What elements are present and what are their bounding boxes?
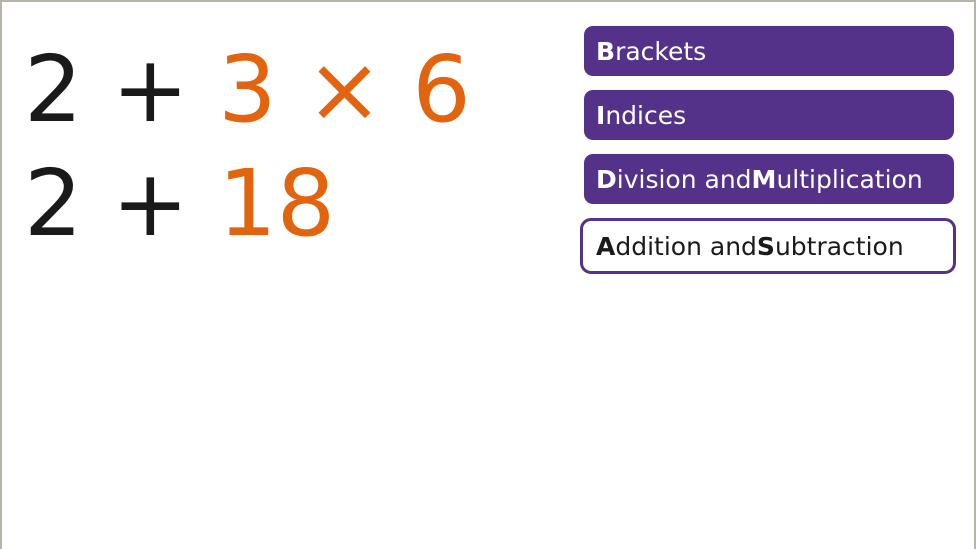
equation-2-highlight: 18 bbox=[218, 150, 336, 257]
step-label: ddition and bbox=[615, 231, 757, 261]
step-initial-2: M bbox=[751, 164, 777, 194]
equation-step-1: 2 + 3 × 6 bbox=[24, 44, 471, 136]
step-initial-2: S bbox=[756, 231, 775, 261]
step-initial: D bbox=[596, 164, 617, 194]
step-initial: A bbox=[596, 231, 616, 261]
equation-1-highlight: 3 × 6 bbox=[218, 36, 471, 143]
step-label-2: ultiplication bbox=[776, 164, 923, 194]
step-initial: I bbox=[596, 100, 606, 130]
step-label: ivision and bbox=[616, 164, 752, 194]
equation-2-black: 2 + bbox=[24, 150, 219, 257]
step-label: rackets bbox=[615, 36, 707, 66]
step-label-2: ubtraction bbox=[774, 231, 904, 261]
step-label: ndices bbox=[605, 100, 687, 130]
equation-1-black: 2 + bbox=[24, 36, 219, 143]
step-initial: B bbox=[596, 36, 616, 66]
equation-step-2: 2 + 18 bbox=[24, 158, 335, 250]
